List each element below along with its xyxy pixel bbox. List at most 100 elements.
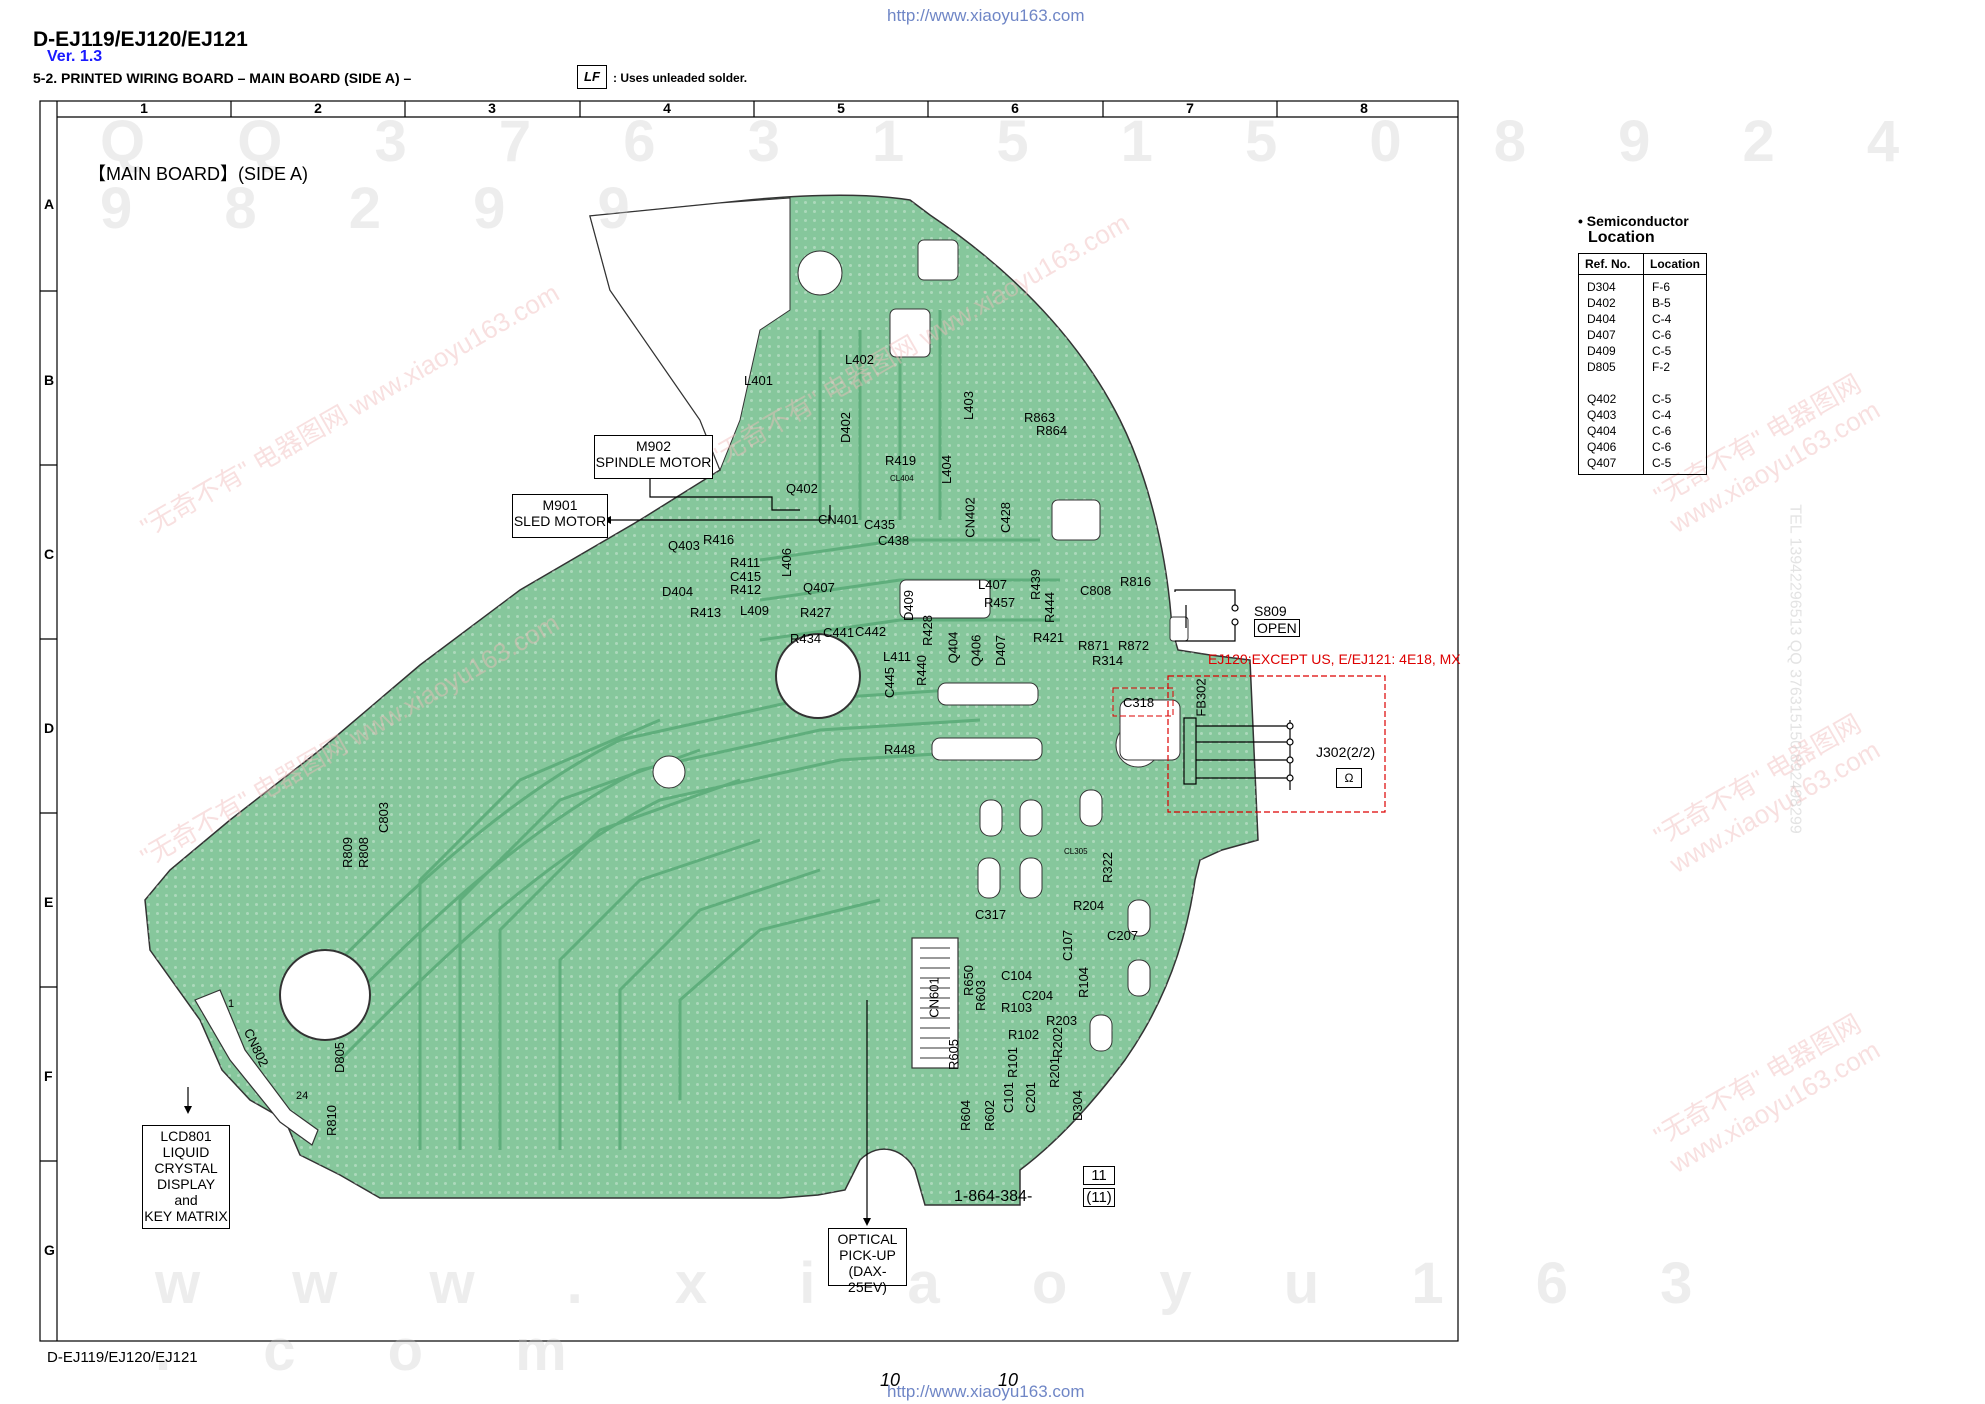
- grid-row-b: B: [44, 372, 55, 388]
- component-l403: L403: [960, 391, 976, 420]
- component-r434: R434: [790, 631, 822, 646]
- component-r440: R440: [914, 654, 930, 687]
- bottom-url[interactable]: http://www.xiaoyu163.com: [887, 1382, 1085, 1401]
- loc-cell: C-6: [1652, 328, 1672, 342]
- component-r603: R603: [973, 979, 989, 1012]
- component-cn402: CN402: [962, 497, 978, 538]
- grid-col-3: 3: [488, 100, 496, 116]
- component-r439: R439: [1028, 568, 1044, 601]
- grid-row-c: C: [44, 546, 55, 562]
- component-r864: R864: [1036, 423, 1068, 438]
- component-q407: Q407: [803, 580, 835, 595]
- sled-motor-name: SLED MOTOR: [513, 513, 607, 529]
- table-row: D805 F-2: [1578, 359, 1707, 375]
- spindle-motor-label: M902 SPINDLE MOTOR: [594, 435, 713, 479]
- component-c435: C435: [864, 517, 896, 532]
- main-board-pcb: [144, 194, 1259, 1206]
- component-d402: D402: [838, 411, 854, 444]
- component-c101: C101: [1001, 1081, 1017, 1114]
- component-r314: R314: [1092, 653, 1124, 668]
- switch-label: S809 OPEN: [1254, 603, 1300, 637]
- component-cl305: CL305: [1064, 847, 1088, 856]
- ref-cell: Q402: [1578, 391, 1644, 407]
- lcd-line-4: DISPLAY: [156, 1176, 216, 1192]
- variant-note: EJ120:EXCEPT US, E/EJ121: 4E18, MX: [1208, 651, 1461, 667]
- section-subtitle: 5-2. PRINTED WIRING BOARD – MAIN BOARD (…: [33, 70, 412, 86]
- component-c207: C207: [1107, 928, 1139, 943]
- component-r103: R103: [1001, 1000, 1033, 1015]
- component-r203: R203: [1046, 1013, 1078, 1028]
- headphone-icon: Ω: [1336, 768, 1362, 788]
- component-r102: R102: [1008, 1027, 1040, 1042]
- component-r604: R604: [958, 1099, 974, 1132]
- component-r201: R201: [1047, 1056, 1063, 1089]
- ref-cell: D409: [1578, 343, 1644, 359]
- grid-col-5: 5: [837, 100, 845, 116]
- version-label: Ver. 1.3: [47, 48, 103, 65]
- footer-model: D-EJ119/EJ120/EJ121: [47, 1349, 198, 1366]
- loc-cell: C-5: [1652, 344, 1672, 358]
- grid-col-2: 2: [314, 100, 322, 116]
- component-r419: R419: [885, 453, 917, 468]
- ref-cell: Q406: [1578, 439, 1644, 455]
- loc-cell: [1644, 375, 1707, 391]
- component-l404: L404: [938, 455, 954, 484]
- ref-cell: D402: [1578, 295, 1644, 311]
- watermark-side: TEL 13942296513 QQ 376315150 892498299: [1786, 504, 1804, 834]
- lcd-line-6: KEY MATRIX: [144, 1208, 228, 1224]
- component-c445: C445: [882, 666, 898, 699]
- grid-col-8: 8: [1360, 100, 1368, 116]
- table-row: D407 C-6: [1578, 327, 1707, 343]
- grid-row-f: F: [44, 1068, 53, 1084]
- loc-cell: F-2: [1652, 360, 1670, 374]
- component-q402: Q402: [786, 481, 818, 496]
- pickup-label: OPTICAL PICK-UP (DAX-25EV): [828, 1228, 907, 1295]
- page-number-right: 10: [998, 1370, 1019, 1390]
- document-title: D-EJ119/EJ120/EJ121: [33, 28, 248, 51]
- component-r444: R444: [1042, 591, 1058, 624]
- component-l406: L406: [778, 548, 794, 577]
- switch-name: OPEN: [1254, 619, 1300, 637]
- component-r863: R863: [1024, 410, 1056, 425]
- component-c318: C318: [1123, 695, 1155, 710]
- spindle-motor-id: M902: [635, 438, 672, 454]
- component-r412: R412: [730, 582, 762, 597]
- component-cn601: CN601: [926, 977, 942, 1018]
- component-r411: R411: [730, 555, 761, 570]
- component-r816: R816: [1120, 574, 1152, 589]
- sled-motor-label: M901 SLED MOTOR: [512, 494, 608, 538]
- pickup-line-1: OPTICAL: [837, 1231, 898, 1247]
- semiconductor-title: • Semiconductor: [1578, 213, 1689, 229]
- grid-col-4: 4: [663, 100, 671, 116]
- top-url[interactable]: http://www.xiaoyu163.com: [887, 6, 1085, 25]
- table-row: Q407 C-5: [1578, 455, 1707, 475]
- jack-label: J302(2/2): [1316, 744, 1376, 760]
- grid-col-7: 7: [1186, 100, 1194, 116]
- watermark-bottom: w w w . x i a o y u 1 6 3 . c o m: [155, 1251, 1731, 1383]
- ref-cell: Q404: [1578, 423, 1644, 439]
- loc-cell: C-5: [1652, 456, 1672, 470]
- loc-cell: F-6: [1652, 280, 1670, 294]
- component-r872: R872: [1118, 638, 1150, 653]
- page-number-left: 10: [880, 1370, 901, 1390]
- ref-cell: Q407: [1578, 455, 1644, 475]
- col-location: Location: [1643, 253, 1707, 275]
- pickup-line-2: PICK-UP: [839, 1247, 896, 1263]
- ref-cell: D407: [1578, 327, 1644, 343]
- component-d404: D404: [662, 584, 694, 599]
- loc-cell: C-4: [1652, 408, 1672, 422]
- component-c107: C107: [1060, 929, 1076, 962]
- spindle-motor-name: SPINDLE MOTOR: [595, 454, 712, 470]
- ref-cell: D805: [1578, 359, 1644, 375]
- grid-row-a: A: [44, 196, 55, 212]
- ref-cell: [1578, 375, 1644, 391]
- component-r421: R421: [1033, 630, 1065, 645]
- component-r428: R428: [920, 614, 936, 647]
- pin-label-1: 1: [228, 998, 235, 1010]
- component-r602: R602: [982, 1099, 998, 1132]
